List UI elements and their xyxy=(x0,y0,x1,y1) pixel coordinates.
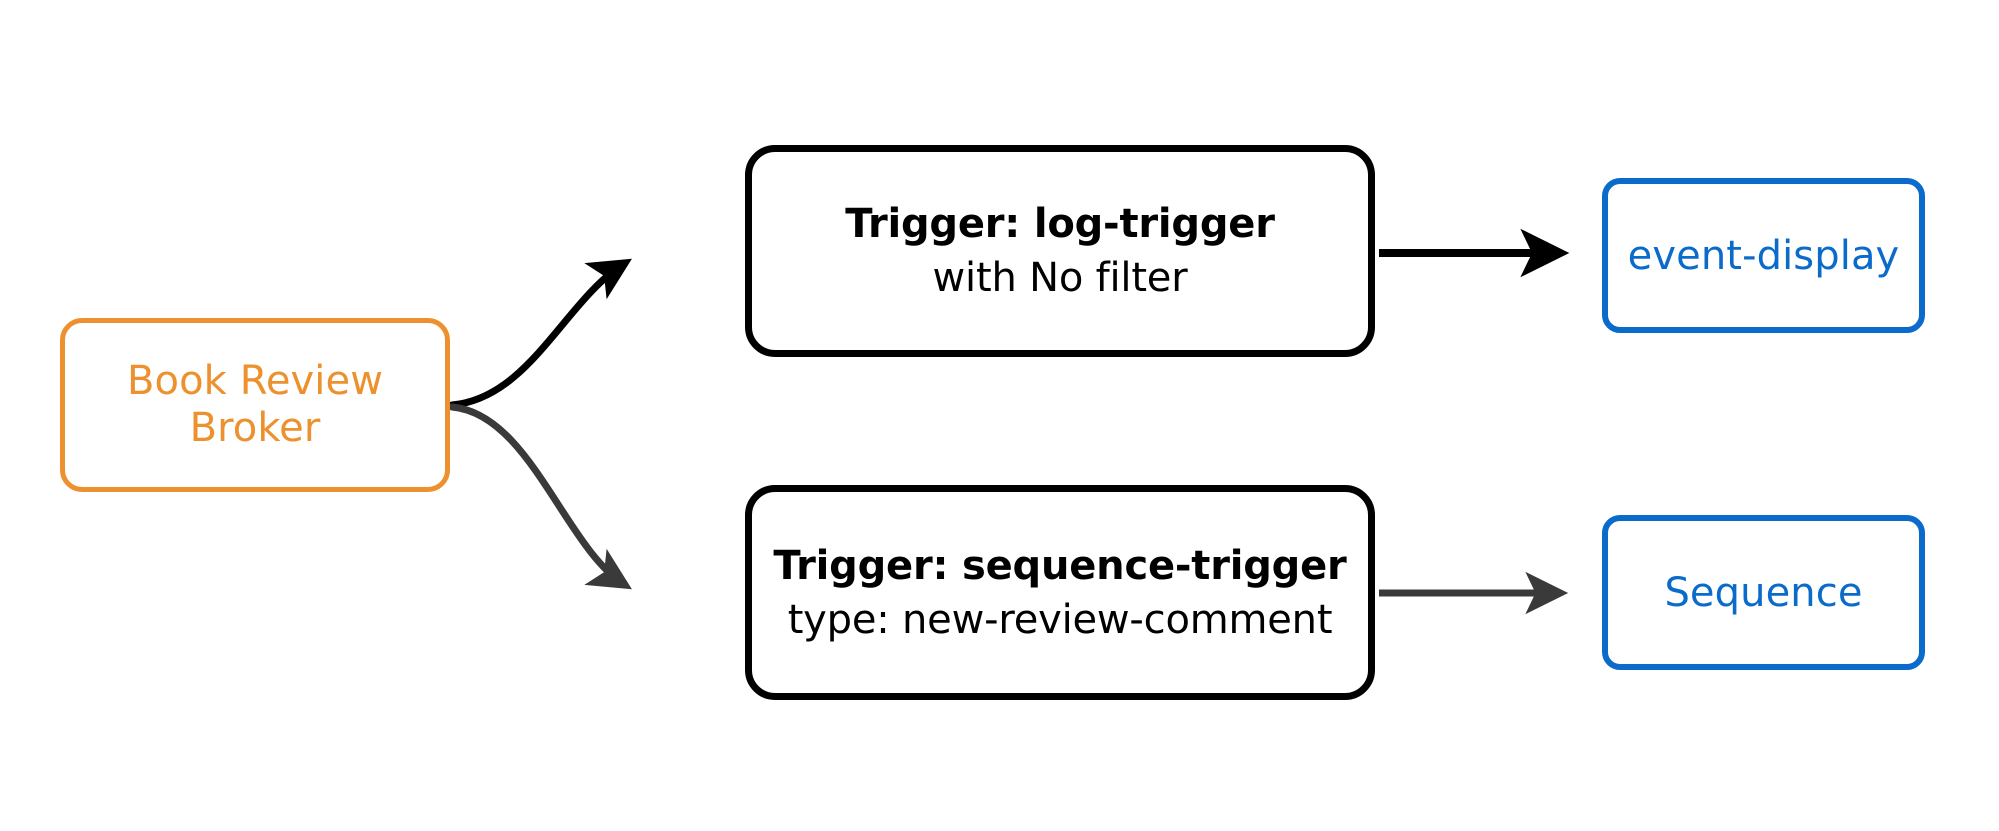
edge-broker-to-log-trigger xyxy=(448,258,632,409)
broker-label-line-1: Book Review xyxy=(126,358,384,405)
node-trigger-sequence-trigger[interactable]: Trigger: sequence-trigger type: new-revi… xyxy=(745,485,1375,700)
node-book-review-broker[interactable]: Book Review Broker xyxy=(60,318,450,492)
trigger-sequence-subtitle: type: new-review-comment xyxy=(787,596,1333,643)
edge-broker-to-sequence-trigger xyxy=(448,403,632,590)
trigger-log-title: Trigger: log-trigger xyxy=(845,201,1275,247)
sink-sequence-label: Sequence xyxy=(1664,569,1863,616)
node-trigger-log-trigger[interactable]: Trigger: log-trigger with No filter xyxy=(745,145,1375,357)
node-sink-event-display[interactable]: event-display xyxy=(1602,178,1925,333)
trigger-log-subtitle: with No filter xyxy=(932,255,1188,301)
trigger-sequence-title: Trigger: sequence-trigger xyxy=(773,542,1347,589)
node-sink-sequence[interactable]: Sequence xyxy=(1602,515,1925,670)
broker-label-line-2: Broker xyxy=(189,405,321,451)
sink-event-display-label: event-display xyxy=(1627,232,1900,279)
